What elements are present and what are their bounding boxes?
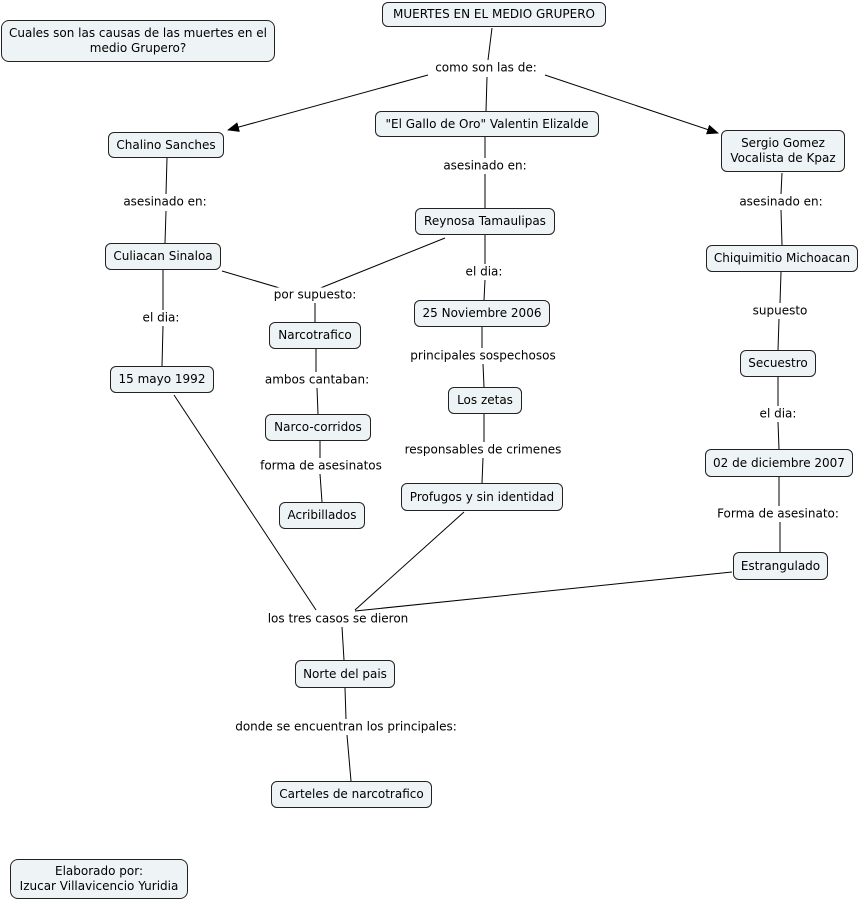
- phrase-forma-asesinatos: forma de asesinatos: [258, 458, 384, 474]
- concept-author: Elaborado por: Izucar Villavicencio Yuri…: [10, 859, 188, 899]
- concept-carteles: Carteles de narcotrafico: [271, 781, 432, 808]
- link-eldia-dic: [777, 421, 780, 450]
- link-phrase-chalino: [227, 74, 429, 132]
- concept-chiquimitio-label: Chiquimitio Michoacan: [713, 251, 851, 265]
- concept-norte-label: Norte del pais: [303, 666, 387, 681]
- concept-chalino-label: Chalino Sanches: [116, 137, 216, 152]
- concept-narcotrafico: Narcotrafico: [269, 322, 361, 349]
- link-ambos-corridos: [316, 387, 319, 415]
- concept-nov2006: 25 Noviembre 2006: [414, 300, 550, 327]
- link-donde-carteles: [346, 734, 352, 782]
- concept-gallo: "El Gallo de Oro" Valentin Elizalde: [375, 111, 599, 137]
- link-profugos-trescasos: [354, 511, 465, 611]
- concept-reynosa-label: Reynosa Tamaulipas: [424, 214, 546, 228]
- link-supuesto-secuestro: [777, 318, 780, 351]
- phrase-como-son: como son las de:: [433, 60, 539, 76]
- concept-sergio: Sergio Gomez Vocalista de Kpaz: [721, 130, 845, 172]
- concept-mayo1992: 15 mayo 1992: [110, 366, 214, 393]
- concept-secuestro-label: Secuestro: [748, 356, 808, 370]
- concept-culiacan-label: Culiacan Sinaloa: [113, 249, 213, 263]
- concept-narcocorridos: Narco-corridos: [265, 414, 371, 441]
- concept-secuestro: Secuestro: [740, 350, 816, 377]
- concept-dic2007: 02 de diciembre 2007: [705, 449, 853, 477]
- concept-nov2006-label: 25 Noviembre 2006: [422, 306, 542, 320]
- link-eldia-nov: [483, 279, 486, 301]
- concept-estrangulado: Estrangulado: [733, 552, 828, 580]
- phrase-el-dia-sergio: el dia:: [757, 406, 799, 422]
- concept-profugos: Profugos y sin identidad: [401, 483, 563, 511]
- link-forma-acribillados: [319, 473, 323, 503]
- link-title-phrase: [487, 27, 493, 61]
- phrase-asesinado-sergio: asesinado en:: [737, 194, 825, 210]
- concept-norte: Norte del pais: [295, 660, 395, 688]
- link-phrase-sergio: [544, 74, 719, 135]
- phrase-asesinado-chalino: asesinado en:: [121, 194, 209, 210]
- phrase-por-supuesto: por supuesto:: [271, 287, 359, 303]
- concept-zetas: Los zetas: [448, 387, 522, 414]
- concept-author-label: Elaborado por: Izucar Villavicencio Yuri…: [19, 864, 179, 893]
- concept-dic2007-label: 02 de diciembre 2007: [713, 455, 845, 470]
- concept-zetas-label: Los zetas: [457, 393, 513, 407]
- link-trescasos-norte: [341, 626, 345, 661]
- link-eldia-mayo: [161, 325, 164, 367]
- link-chiquimitio-supuesto: [779, 271, 782, 304]
- concept-culiacan: Culiacan Sinaloa: [105, 243, 221, 270]
- phrase-responsables-crimenes: responsables de crimenes: [402, 442, 564, 458]
- concept-estrangulado-label: Estrangulado: [740, 558, 821, 573]
- concept-chalino: Chalino Sanches: [108, 132, 224, 158]
- phrase-el-dia-chalino: el dia:: [140, 310, 182, 326]
- concept-title-label: MUERTES EN EL MEDIO GRUPERO: [393, 7, 595, 21]
- concept-question-label: Cuales son las causas de las muertes en …: [9, 26, 267, 55]
- phrase-forma-asesinato: Forma de asesinato:: [715, 506, 841, 522]
- phrase-donde-encuentran: donde se encuentran los principales:: [233, 719, 459, 735]
- concept-profugos-label: Profugos y sin identidad: [409, 489, 555, 504]
- phrase-asesinado-gallo: asesinado en:: [441, 158, 529, 174]
- concept-reynosa: Reynosa Tamaulipas: [415, 208, 555, 235]
- link-mayo-trescasos: [173, 394, 317, 611]
- phrase-el-dia-gallo: el dia:: [463, 264, 505, 280]
- concept-chiquimitio: Chiquimitio Michoacan: [706, 245, 858, 272]
- link-responsables-profugos: [481, 457, 484, 484]
- phrase-principales-sospechosos: principales sospechosos: [408, 348, 558, 364]
- concept-gallo-label: "El Gallo de Oro" Valentin Elizalde: [385, 116, 589, 131]
- concept-narcotrafico-label: Narcotrafico: [278, 328, 352, 342]
- link-asesinado-chiquimitio: [780, 209, 783, 246]
- phrase-supuesto: supuesto: [750, 303, 810, 319]
- phrase-ambos-cantaban: ambos cantaban:: [262, 372, 372, 388]
- concept-title: MUERTES EN EL MEDIO GRUPERO: [382, 2, 606, 27]
- link-chalino-asesinado: [165, 157, 168, 195]
- phrase-tres-casos: los tres casos se dieron: [265, 611, 411, 627]
- concept-carteles-label: Carteles de narcotrafico: [279, 787, 424, 801]
- link-sergio-asesinado: [780, 172, 783, 195]
- link-sospechosos-zetas: [482, 363, 485, 388]
- concept-acribillados: Acribillados: [279, 502, 365, 529]
- link-norte-donde: [344, 687, 347, 720]
- concept-sergio-label: Sergio Gomez Vocalista de Kpaz: [730, 136, 836, 165]
- concept-acribillados-label: Acribillados: [287, 508, 357, 522]
- link-reynosa-porsupuesto: [317, 237, 446, 290]
- link-culiacan-porsupuesto: [221, 270, 284, 290]
- concept-question: Cuales son las causas de las muertes en …: [1, 20, 275, 62]
- concept-mayo1992-label: 15 mayo 1992: [118, 372, 206, 386]
- link-estrangulado-trescasos: [354, 571, 733, 612]
- concept-narcocorridos-label: Narco-corridos: [274, 420, 362, 434]
- link-phrase-gallo: [485, 76, 488, 112]
- link-asesinado-culiacan: [164, 210, 167, 244]
